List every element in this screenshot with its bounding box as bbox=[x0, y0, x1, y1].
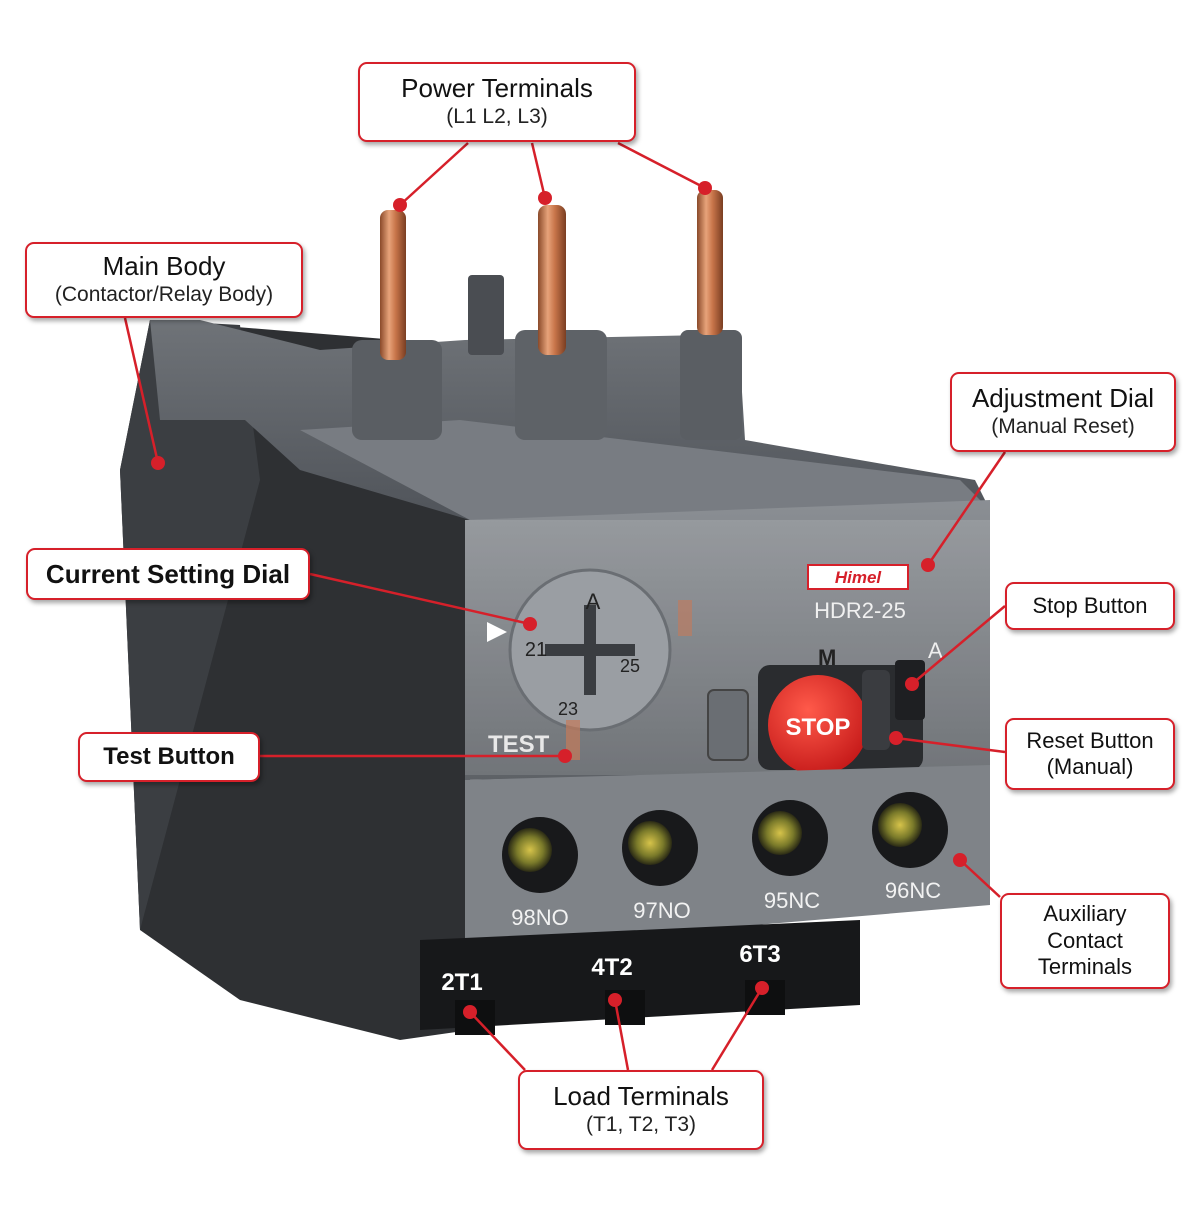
test-slide[interactable] bbox=[707, 689, 749, 761]
leader-lines bbox=[123, 141, 1007, 1071]
power-terminal-pins bbox=[380, 190, 723, 360]
leader-line bbox=[926, 451, 1007, 566]
callout-line: Terminals bbox=[1037, 954, 1133, 980]
reset-button[interactable] bbox=[862, 670, 890, 750]
leader-dot bbox=[558, 749, 572, 763]
callout-current-setting-dial: Current Setting Dial bbox=[26, 548, 310, 600]
leader-line bbox=[123, 317, 160, 464]
aux-screw[interactable] bbox=[628, 821, 672, 865]
stop-label: STOP bbox=[786, 714, 851, 741]
callout-stop-button: Stop Button bbox=[1005, 582, 1175, 630]
callout-auxiliary-contact: Auxiliary Contact Terminals bbox=[1000, 893, 1170, 989]
leader-dot bbox=[889, 731, 903, 745]
trip-indicator bbox=[678, 600, 692, 636]
leader-dot bbox=[523, 617, 537, 631]
tower-l2 bbox=[515, 330, 607, 440]
leader-dot bbox=[151, 456, 165, 470]
leader-dot bbox=[463, 1005, 477, 1019]
dial-number-right: 25 bbox=[620, 656, 640, 676]
load-terminal-label: 2T1 bbox=[441, 969, 482, 996]
callout-subtitle: (L1 L2, L3) bbox=[446, 105, 548, 129]
callout-adjustment-dial: Adjustment Dial (Manual Reset) bbox=[950, 372, 1176, 452]
dial-cross-horizontal bbox=[545, 644, 635, 656]
leader-line bbox=[710, 987, 764, 1071]
aux-terminal-label: 95NC bbox=[764, 888, 820, 913]
callout-line: Auxiliary bbox=[1043, 901, 1127, 927]
callout-title: Test Button bbox=[103, 743, 235, 770]
callout-test-button: Test Button bbox=[78, 732, 260, 782]
aux-screw[interactable] bbox=[508, 828, 552, 872]
top-clip bbox=[468, 275, 504, 355]
brand-plate bbox=[807, 564, 909, 590]
leader-dot bbox=[393, 198, 407, 212]
top-ledge bbox=[300, 420, 990, 520]
mode-auto-label: A bbox=[928, 638, 943, 663]
callout-main-body: Main Body (Contactor/Relay Body) bbox=[25, 242, 303, 318]
callout-line: Contact bbox=[1047, 927, 1123, 953]
leader-dot bbox=[698, 181, 712, 195]
callout-title: Load Terminals bbox=[553, 1081, 729, 1112]
tower-l1 bbox=[352, 340, 442, 440]
test-button[interactable] bbox=[566, 720, 580, 760]
leader-dot bbox=[608, 993, 622, 1007]
leader-line bbox=[309, 572, 531, 626]
pin-l1 bbox=[380, 210, 406, 360]
load-terminal-label: 6T3 bbox=[739, 941, 780, 968]
callout-subtitle: (Contactor/Relay Body) bbox=[54, 283, 274, 307]
dial-letter: A bbox=[586, 589, 601, 614]
stop-button[interactable] bbox=[768, 675, 868, 775]
leader-line bbox=[911, 605, 1006, 685]
leader-line bbox=[895, 736, 1006, 754]
callout-load-terminals: Load Terminals (T1, T2, T3) bbox=[518, 1070, 764, 1150]
load-terminal-label: 4T2 bbox=[591, 954, 632, 981]
leader-dot bbox=[921, 558, 935, 572]
aux-terminal-block bbox=[465, 765, 990, 950]
pin-l2 bbox=[538, 205, 566, 355]
aux-terminal-label: 96NC bbox=[885, 878, 941, 903]
dial-number-bottom: 23 bbox=[558, 699, 578, 719]
leader-dot bbox=[953, 853, 967, 867]
callout-title: Adjustment Dial bbox=[971, 383, 1155, 414]
callout-reset-button: Reset Button (Manual) bbox=[1005, 718, 1175, 790]
leader-line bbox=[613, 999, 630, 1071]
aux-screw[interactable] bbox=[878, 803, 922, 847]
leader-line bbox=[399, 142, 469, 206]
callout-title: Reset Button bbox=[1026, 727, 1154, 753]
callout-power-terminals: Power Terminals (L1 L2, L3) bbox=[358, 62, 636, 142]
test-label: TEST bbox=[488, 731, 550, 758]
dial-pointer-icon bbox=[487, 622, 507, 642]
callout-title: Stop Button bbox=[1032, 592, 1148, 618]
leader-dot bbox=[538, 191, 552, 205]
aux-screws bbox=[502, 792, 948, 893]
aux-screw[interactable] bbox=[758, 811, 802, 855]
callout-subtitle: (Manual) bbox=[1046, 754, 1134, 779]
leader-dots bbox=[151, 181, 967, 1019]
aux-terminal-label: 97NO bbox=[633, 898, 690, 923]
callout-subtitle: (Manual Reset) bbox=[991, 415, 1135, 439]
pin-l3 bbox=[697, 190, 723, 335]
tower-l3 bbox=[680, 330, 742, 440]
callout-title: Current Setting Dial bbox=[45, 558, 291, 589]
callout-subtitle: (T1, T2, T3) bbox=[585, 1113, 697, 1137]
leader-line bbox=[617, 141, 706, 190]
leader-dot bbox=[755, 981, 769, 995]
leader-line bbox=[959, 859, 1001, 898]
mode-manual-label: M bbox=[818, 645, 836, 670]
leader-dot bbox=[905, 677, 919, 691]
brand-logo: Himel bbox=[835, 568, 883, 587]
callout-title: Power Terminals bbox=[401, 73, 593, 104]
callout-title: Main Body bbox=[102, 251, 226, 282]
dial-number-left: 21 bbox=[525, 639, 547, 661]
model-label: HDR2-25 bbox=[814, 598, 906, 623]
leader-line bbox=[469, 1011, 526, 1071]
leader-line bbox=[530, 142, 547, 199]
aux-terminal-label: 98NO bbox=[511, 905, 568, 930]
